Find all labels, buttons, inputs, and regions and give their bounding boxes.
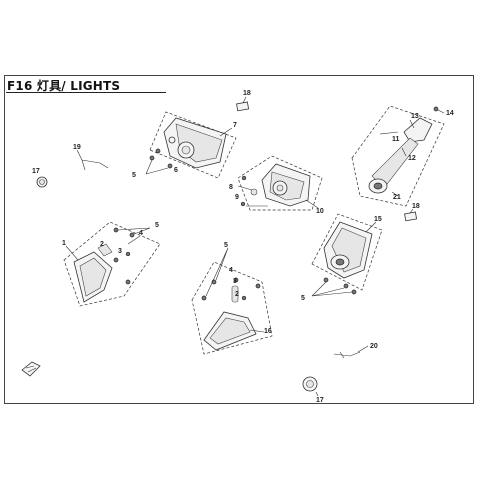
lower-turn-signal-panel	[191, 247, 273, 355]
callout-16: 16	[264, 328, 272, 335]
headlight-panel	[145, 111, 237, 179]
callout-2-bottom: 2	[235, 291, 239, 298]
bulb-icon[interactable]	[231, 277, 247, 303]
callout-8: 8	[229, 184, 233, 191]
callout-12: 12	[408, 155, 416, 162]
callout-9: 9	[235, 194, 239, 201]
reflector-icon[interactable]	[21, 361, 41, 377]
headlight-assembly-icon[interactable]	[261, 163, 311, 207]
callout-13: 13	[411, 113, 419, 120]
callout-7: 7	[233, 122, 237, 129]
callout-21: 21	[393, 194, 401, 201]
screw-icon[interactable]	[149, 148, 173, 169]
callout-11: 11	[392, 136, 400, 143]
callout-2: 2	[100, 241, 104, 248]
callout-10: 10	[316, 208, 324, 215]
callout-5-bottom: 5	[224, 242, 228, 249]
turn-signal-icon[interactable]	[203, 311, 257, 351]
tail-light-icon[interactable]	[368, 117, 433, 194]
turn-signal-icon[interactable]	[73, 251, 113, 303]
screw-icon[interactable]	[433, 106, 439, 112]
screw-icon[interactable]	[201, 279, 261, 301]
headlight-assembly-icon[interactable]	[163, 117, 227, 169]
title-underline	[6, 92, 166, 93]
callout-1: 1	[62, 240, 66, 247]
wire-harness-icon[interactable]	[76, 149, 109, 171]
callout-4-left: 4	[139, 230, 143, 237]
diagram-frame	[4, 75, 474, 404]
grommet-icon[interactable]	[36, 176, 48, 188]
callout-15: 15	[374, 216, 382, 223]
callout-20: 20	[370, 343, 378, 350]
screw-icon[interactable]	[113, 227, 135, 285]
callout-17-bottom: 17	[316, 397, 324, 404]
callout-18-right: 18	[412, 203, 420, 210]
tail-light-panel	[351, 105, 445, 207]
headlight-assembly-icon[interactable]	[323, 221, 373, 279]
callout-19: 19	[73, 144, 81, 151]
callout-17-left: 17	[32, 168, 40, 175]
callout-6: 6	[174, 167, 178, 174]
center-lamp-panel	[237, 155, 323, 211]
callout-5-right: 5	[301, 295, 305, 302]
license-plate-light-icon[interactable]	[404, 211, 418, 222]
callout-5-top: 5	[132, 172, 136, 179]
page-title: F16 灯具/ LIGHTS	[7, 79, 121, 93]
wire-harness-icon[interactable]	[333, 351, 361, 359]
callout-14: 14	[446, 110, 454, 117]
left-turn-signal-panel	[63, 221, 161, 307]
bulb-icon[interactable]	[240, 175, 268, 207]
callout-3-bottom: 3	[233, 278, 237, 285]
callout-4-bottom: 4	[229, 267, 233, 274]
grommet-icon[interactable]	[302, 376, 318, 392]
callout-3: 3	[118, 248, 122, 255]
right-headlight-panel	[311, 213, 383, 297]
bulb-icon[interactable]	[97, 243, 131, 263]
callout-18-top: 18	[243, 90, 251, 97]
license-plate-light-icon[interactable]	[236, 101, 250, 112]
callout-5-left: 5	[155, 222, 159, 229]
